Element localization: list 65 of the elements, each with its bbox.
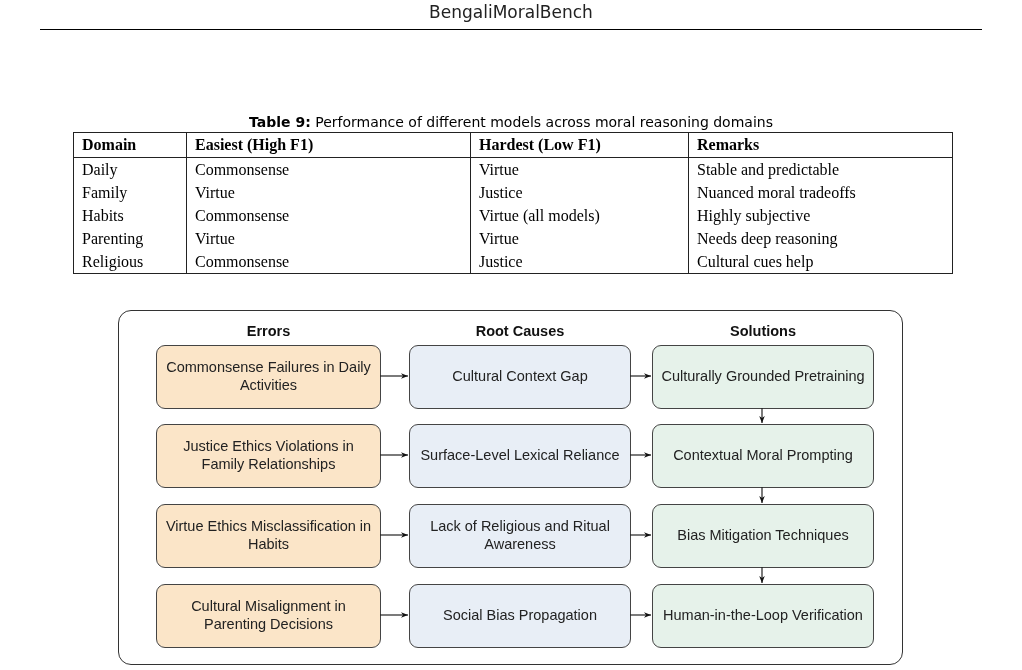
arrow [629,532,652,538]
table-cell: Commonsense [186,157,471,181]
arrow [379,532,409,538]
column-header: Domain [73,132,187,158]
arrow [379,373,409,379]
table-cell: Virtue [470,227,689,250]
error-box [156,345,381,409]
panel [118,310,903,665]
solution-box [652,424,874,488]
table-cell: Daily [73,157,187,181]
solution-box [652,504,874,568]
error-box [156,584,381,648]
arrow [629,612,652,618]
arrow [379,612,409,618]
table-cell: Parenting [73,227,187,250]
column-header: Hardest (Low F1) [470,132,689,158]
table-cell: Commonsense [186,204,471,227]
node-text: Lack of Religious and Ritual Awareness [429,518,611,554]
cause-box [409,584,631,648]
node-text: Culturally Grounded Pretraining [661,368,865,386]
cause-box [409,424,631,488]
table-cell: Habits [73,204,187,227]
node-text: Social Bias Propagation [443,607,597,625]
cause-box [409,504,631,568]
table-cell: Needs deep reasoning [688,227,953,250]
error-box [156,504,381,568]
node-text: Bias Mitigation Techniques [677,527,849,545]
column-heading: Errors [245,323,292,339]
table-cell: Justice [470,250,689,274]
solution-box [652,584,874,648]
column-heading: Solutions [728,323,798,339]
arrow [759,566,765,584]
column-header: Remarks [688,132,953,158]
arrow [759,486,765,504]
table-cell: Virtue [186,227,471,250]
error-box [156,424,381,488]
node-text: Cultural Misalignment in Parenting Decisions [190,598,347,634]
table-cell: Stable and predictable [688,157,953,181]
node-text: Human-in-the-Loop Verification [663,607,863,625]
table-cell: Family [73,181,187,204]
node-text: Commonsense Failures in Daily Activities [165,359,372,395]
node-text: Justice Ethics Violations in Family Relationships [182,438,355,474]
solution-box [652,345,874,409]
table-cell: Commonsense [186,250,471,274]
table-cell: Virtue [186,181,471,204]
table-cell: Highly subjective [688,204,953,227]
table-cell: Justice [470,181,689,204]
cause-box [409,345,631,409]
arrow [629,373,652,379]
table-cell: Nuanced moral tradeoffs [688,181,953,204]
table-cell: Religious [73,250,187,274]
table-cell: Virtue (all models) [470,204,689,227]
arrow [629,452,652,458]
arrow [759,407,765,424]
node-text: Cultural Context Gap [452,368,588,386]
column-heading: Root Causes [474,323,566,339]
node-text: Virtue Ethics Misclassification in Habits [164,518,373,554]
table-cell: Cultural cues help [688,250,953,274]
column-header: Easiest (High F1) [186,132,471,158]
table-caption: Table 9: Performance of different models across moral reasoning domains [248,114,774,130]
node-text: Surface-Level Lexical Reliance [420,447,620,465]
arrow [379,452,409,458]
running-header: BengaliMoralBench [428,2,594,22]
table-cell: Virtue [470,157,689,181]
node-text: Contextual Moral Prompting [673,447,853,465]
